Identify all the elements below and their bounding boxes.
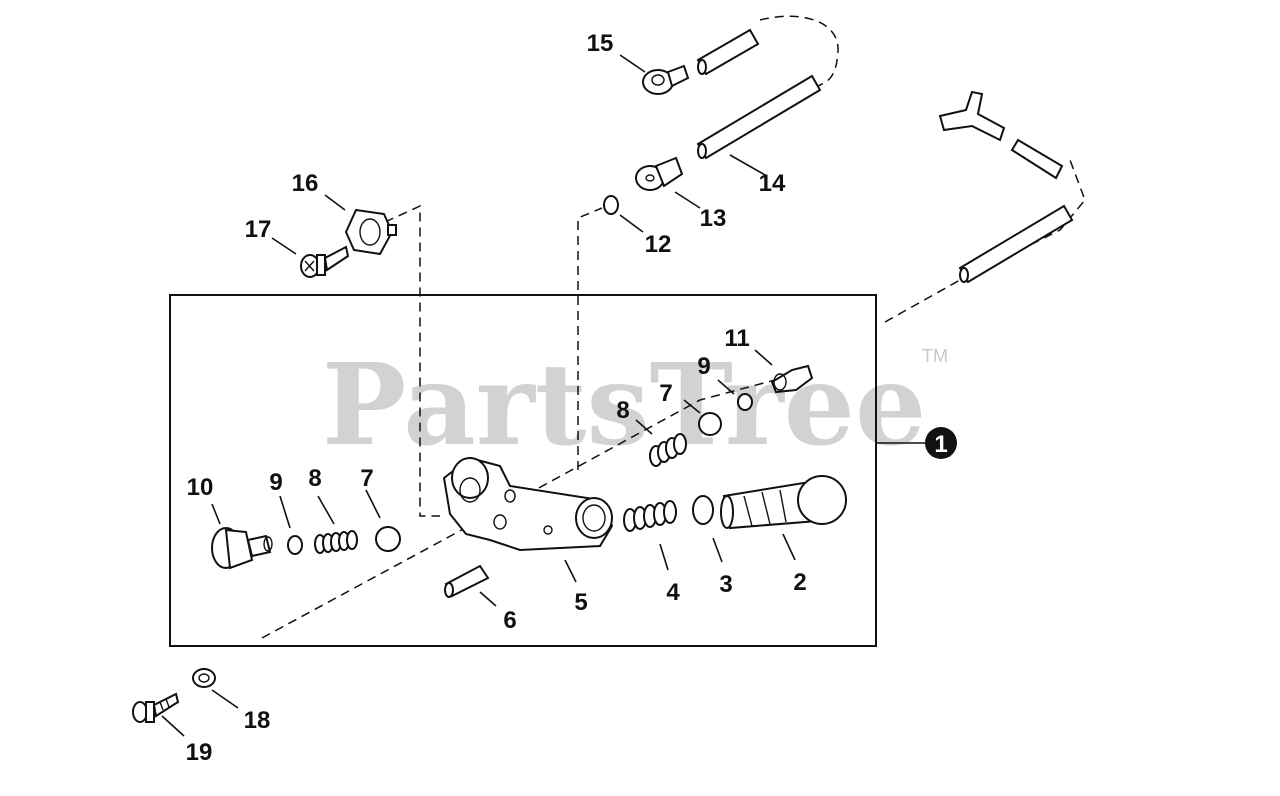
part-11-fitting	[770, 364, 814, 394]
part-10-fitting	[211, 527, 273, 570]
callout-14: 14	[759, 170, 786, 197]
callout-12: 12	[645, 231, 672, 258]
callout-17: 17	[245, 216, 272, 243]
callout-16: 16	[292, 170, 319, 197]
part-8-right-spring	[649, 433, 687, 467]
callout-11: 11	[724, 325, 749, 352]
callout-8-left: 8	[308, 465, 321, 492]
callout-18: 18	[244, 707, 271, 734]
part-17-screw	[300, 245, 350, 278]
part-3-oring	[692, 495, 714, 525]
part-9-left-oring	[287, 535, 303, 555]
part-12-oring	[603, 195, 619, 215]
callout-9-right: 9	[697, 353, 710, 380]
part-18-washer	[192, 668, 216, 688]
callout-3: 3	[719, 571, 732, 598]
part-19-screw	[132, 692, 180, 723]
part-7-left-ball	[375, 526, 401, 552]
assembly-callout-circle	[925, 427, 957, 459]
part-6-pin	[444, 564, 490, 598]
part-4-spring	[623, 500, 677, 532]
callout-6: 6	[503, 607, 516, 634]
assembly-box	[169, 294, 877, 647]
part-14-tube	[696, 28, 822, 160]
callout-8-right: 8	[616, 397, 629, 424]
callout-13: 13	[700, 205, 727, 232]
part-7-right-ball	[698, 412, 722, 436]
callout-7-right: 7	[659, 380, 672, 407]
part-5-valve-body	[442, 456, 614, 552]
callout-2: 2	[793, 569, 806, 596]
part-2-cylinder	[720, 475, 847, 530]
tube-y-assembly	[938, 90, 1074, 284]
part-13-nozzle	[635, 156, 684, 191]
part-16-plate	[344, 208, 397, 256]
watermark-trademark: TM	[922, 346, 948, 366]
part-8-left-spring	[314, 530, 358, 554]
watermark-brand: PartsTree	[322, 340, 926, 471]
callout-5: 5	[574, 589, 587, 616]
part-15-fitting	[642, 64, 690, 95]
callout-7-left: 7	[360, 465, 373, 492]
callout-10: 10	[187, 474, 214, 501]
callout-19: 19	[186, 739, 213, 766]
leader-lines	[161, 54, 796, 737]
part-9-right-oring	[737, 393, 753, 411]
callout-1: 1	[934, 431, 947, 458]
callout-4: 4	[666, 579, 680, 606]
dashed-guides	[261, 15, 1086, 639]
callout-9-left: 9	[269, 469, 282, 496]
callout-15: 15	[587, 30, 614, 57]
